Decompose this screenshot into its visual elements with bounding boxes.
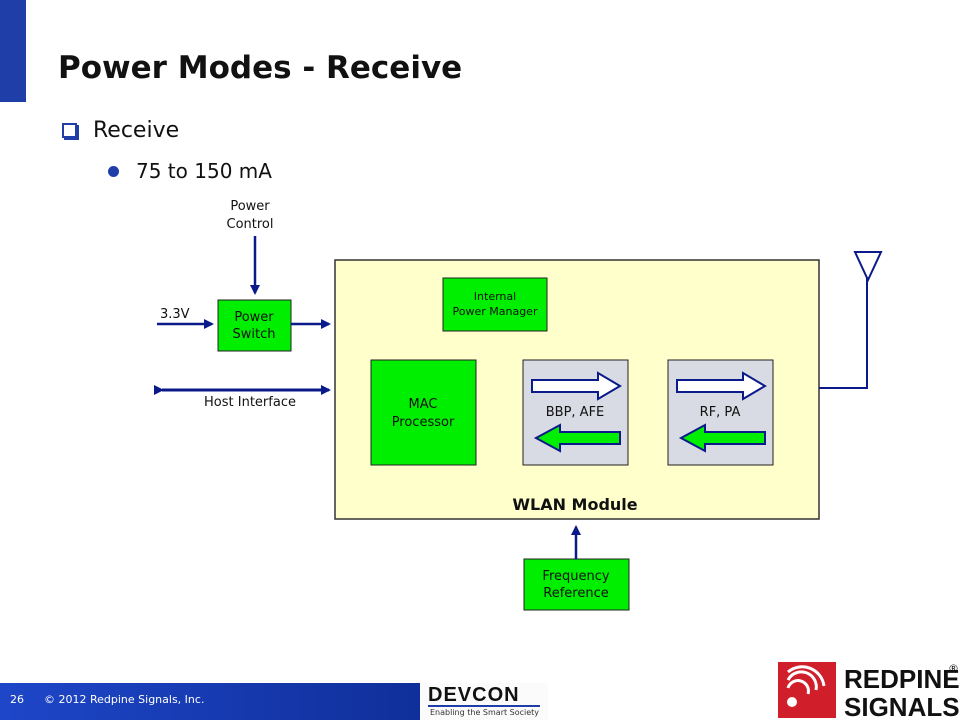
power-switch-label-line2: Switch <box>233 327 276 342</box>
title-accent-bar <box>0 0 26 102</box>
redpine-logo: REDPINE SIGNALS ® <box>778 662 960 720</box>
bullet-level2-text: 75 to 150 mA <box>136 159 272 183</box>
bbp-transmit-arrow-icon <box>531 371 622 401</box>
bullet-level1-text: Receive <box>93 118 180 143</box>
bullet-level2: 75 to 150 mA <box>108 159 272 183</box>
bbp-afe-label: BBP, AFE <box>546 405 605 420</box>
internal-power-manager-label-line2: Power Manager <box>453 305 538 318</box>
power-control-label-line2: Control <box>227 217 274 232</box>
wlan-module-label: WLAN Module <box>512 495 637 514</box>
footer-bar <box>0 683 420 720</box>
frequency-reference-label-line2: Reference <box>543 586 608 601</box>
dot-bullet-icon <box>108 165 119 177</box>
bbp-afe-box <box>522 359 629 466</box>
internal-power-manager-box <box>442 277 548 332</box>
rf-receive-arrow-icon <box>678 423 766 453</box>
redpine-logo-line1: REDPINE <box>844 664 960 694</box>
registered-mark: ® <box>948 662 959 675</box>
square-bullet-icon <box>62 123 77 138</box>
frequency-reference-box <box>523 558 630 611</box>
mac-processor-label-line2: Processor <box>392 415 455 430</box>
antenna-icon <box>853 251 883 283</box>
frequency-reference-label-line1: Frequency <box>542 569 609 584</box>
slide-title: Power Modes - Receive <box>58 50 463 86</box>
antenna-feed-line <box>819 254 868 389</box>
rf-transmit-arrow-icon <box>676 371 767 401</box>
devcon-logo-underline <box>428 705 540 707</box>
block-diagram: Power Control 3.3V Power Switch Host Int… <box>154 199 883 611</box>
rf-pa-box <box>667 359 774 466</box>
power-switch-label-line1: Power <box>234 310 274 325</box>
voltage-label: 3.3V <box>160 307 190 322</box>
rf-pa-label: RF, PA <box>700 405 741 420</box>
power-control-label-line1: Power <box>230 199 270 214</box>
mac-processor-label-line1: MAC <box>409 397 438 412</box>
mac-processor-box <box>370 359 477 466</box>
bbp-receive-arrow-icon <box>533 423 621 453</box>
power-switch-box <box>217 299 292 352</box>
redpine-logo-line2: SIGNALS <box>844 692 960 720</box>
devcon-tagline: Enabling the Smart Society <box>430 708 540 717</box>
bullet-level1: Receive <box>62 118 179 143</box>
page-number: 26 <box>10 693 24 706</box>
host-interface-label: Host Interface <box>204 395 296 410</box>
devcon-logo-name: DEVCON <box>428 684 520 706</box>
internal-power-manager-label-line1: Internal <box>474 290 516 303</box>
devcon-logo-panel <box>420 683 548 720</box>
copyright-text: © 2012 Redpine Signals, Inc. <box>44 693 205 706</box>
